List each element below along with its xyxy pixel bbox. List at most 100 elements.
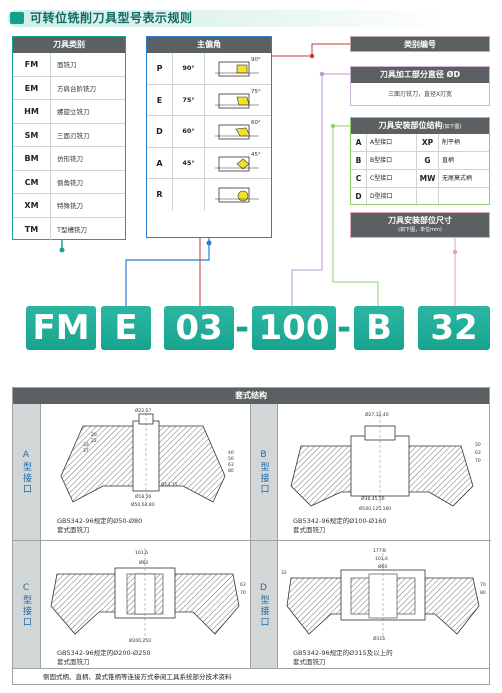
mount-code: B [351,152,367,169]
caption-a: GB5342-96规定的Ø50-Ø80 套式面铣刀 [57,517,142,535]
code-serial-tile: 03 [164,306,234,350]
category-name: 三面刃铣刀 [57,131,90,140]
a-type-drawing: Ø22.27 20 22 33 37 40 50 63 80 Ø13.15 Ø1… [60,407,234,508]
category-code: BM [13,147,51,170]
dim-a-r1: 40 [228,450,234,456]
insert-90-icon [215,61,259,77]
caption-d: GB5342-96规定的Ø315及以上的 套式面铣刀 [293,649,393,667]
angle-row: E 75° 75° [147,84,271,116]
dim-c-s1: Ø200,250 [129,637,151,644]
d-type-drawing: 177.8 101.6 Ø60 32 70 80 Ø315 [281,548,486,642]
dim-b-r2: 63 [475,450,481,456]
angle-diagram: 75° [205,85,271,116]
category-name: T型槽铣刀 [57,226,87,235]
angle-value: 90° [173,53,205,84]
angle-value [173,179,205,211]
dim-a-h3: 33 [83,442,89,448]
dim-d-r2: 80 [480,590,486,596]
angle-code: D [147,116,173,147]
diameter-title: 刀具加工部分直径 ØD [351,67,489,83]
angle-value: 45° [173,147,205,178]
dim-c-r1: 63 [240,582,246,588]
caption-d-text: GB5342-96规定的Ø315及以上的 套式面铣刀 [293,649,393,666]
dim-d-t2: 101.6 [375,556,388,562]
dim-a-h2: 22 [91,438,97,444]
tool-category-title: 刀具类别 [13,37,125,53]
angle-diagram-label: 90° [251,57,261,63]
shank-code: MW [417,170,439,187]
dim-b-s1: Ø38,45,56 [361,495,385,502]
angle-row: P 90° 90° [147,53,271,85]
lead-angle-table: 主偏角 P 90° 90° E 75° 75° D 60° 60° A 45° … [146,36,272,238]
mount-size-title: 刀具安装部位尺寸 [388,216,452,225]
dim-a-top: Ø22.27 [135,407,152,414]
category-name: 面铣刀 [57,61,77,70]
angle-code: P [147,53,173,84]
mount-size-box: 刀具安装部位尺寸 (如下图，单位mm) [350,212,490,238]
category-code: TM [13,217,51,241]
category-name: 方肩台阶铣刀 [57,84,96,93]
caption-a-text: GB5342-96规定的Ø50-Ø80 套式面铣刀 [57,517,143,534]
category-name: 倒角铣刀 [57,178,83,187]
angle-diagram-label: 60° [251,120,261,126]
category-code: FM [13,53,51,76]
dim-d-mid: Ø60 [378,563,387,570]
dim-c-mid: Ø60 [139,559,148,566]
caption-b-text: GB5342-96规定的Ø100-Ø160 套式面铣刀 [293,517,387,534]
dim-d-l: 32 [281,570,287,576]
dim-b-r1: 50 [475,442,481,448]
side-label-d: D型接口 [250,540,278,670]
category-row: EM 方肩台阶铣刀 [13,76,125,100]
category-code: HM [13,100,51,123]
angle-code: R [147,179,173,211]
mount-title-text: 刀具安装部位结构 [378,121,443,130]
shell-structure-table: 套式结构 A型接口 B型接口 C型接口 D型接口 Ø22.27 20 22 33… [12,387,491,685]
mount-subtitle: (如下图) [442,124,462,130]
code-angle-tile: E [101,306,151,350]
angle-code: E [147,84,173,115]
angle-row: R [147,179,271,211]
shank-name: 削平柄 [442,139,461,146]
dim-a-s2: Ø50,63,80 [131,501,155,508]
mount-name: C型接口 [367,170,417,187]
dim-a-r2: 50 [228,456,234,462]
caption-c: GB5342-96规定的Ø200-Ø250 套式面铣刀 [57,649,151,667]
dim-a-r4: 80 [228,468,234,474]
category-code: CM [13,170,51,193]
shank-name: 直柄 [442,157,455,164]
code-separator: - [235,308,250,348]
insert-60-icon [215,124,259,140]
category-code: EM [13,76,51,99]
angle-code: A [147,147,173,178]
shank-code: XP [417,134,439,151]
diameter-box: 刀具加工部分直径 ØD 三面刃铣刀，直径X刃宽 [350,66,490,106]
category-row: TM T型槽铣刀 [13,217,125,241]
dim-b-s2: Ø100,125,160 [359,505,391,512]
insert-round-icon [215,187,259,203]
shank-name: 无尾莫式柄 [442,175,473,182]
angle-row: A 45° 45° [147,147,271,179]
dim-d-s1: Ø315 [373,635,385,642]
dim-d-top: 177.8 [373,548,386,554]
dim-c-r2: 70 [240,590,246,596]
mount-code: D [351,188,367,206]
angle-value: 60° [173,116,205,147]
dim-b-top: Ø27,32,40 [365,411,389,418]
category-name: 仿形铣刀 [57,155,83,164]
shank-code [417,188,439,206]
header-bar [8,10,448,27]
category-row: BM 仿形铣刀 [13,147,125,171]
angle-diagram: 45° [205,148,271,179]
dim-a-s1: Ø18.20 [135,493,152,500]
code-size-tile: 32 [418,306,490,350]
mount-name: B型接口 [367,152,417,169]
